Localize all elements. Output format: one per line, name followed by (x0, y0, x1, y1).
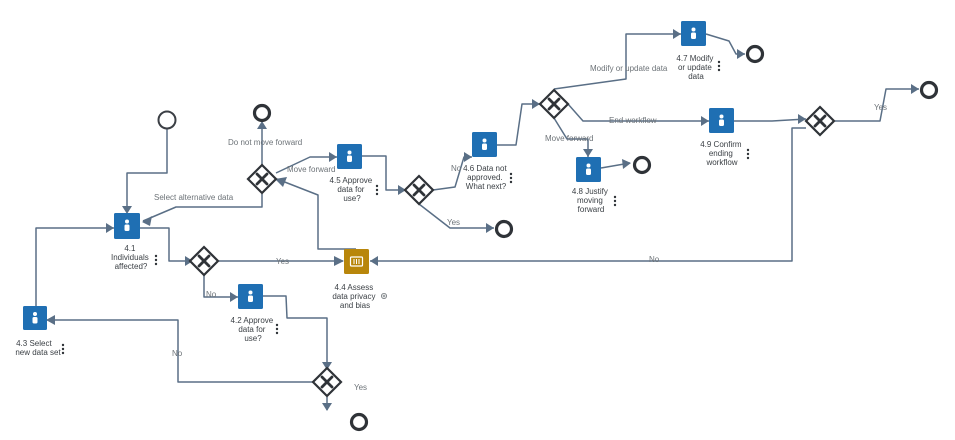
gateways (188, 88, 836, 398)
flow-gateway-to-end-final[interactable] (835, 88, 919, 122)
flow-label-yes-end: Yes (354, 383, 367, 392)
subprocess-task-icon (349, 256, 364, 267)
flow-gateway-to-4-1-alt[interactable] (142, 194, 263, 222)
task-4-1[interactable]: 4.1 Individuals affected? (111, 213, 158, 271)
flow-gateway-to-4-3-no[interactable] (47, 319, 313, 383)
flow-4-5-to-gateway[interactable] (362, 155, 406, 191)
end-event-select-new[interactable] (349, 412, 369, 432)
flow-4-2-to-gateway[interactable] (263, 295, 328, 368)
task-label: 4.5 Approve data for use? (330, 176, 375, 203)
flow-4-9-to-gateway[interactable] (734, 118, 807, 122)
task-label: 4.4 Assess data privacy and bias (332, 283, 377, 310)
more-vertical-icon[interactable] (613, 195, 617, 207)
flow-4-4-to-gateway[interactable] (276, 178, 356, 250)
task-label: 4.3 Select new data set (15, 339, 61, 357)
user-task-icon (691, 27, 696, 39)
end-event-do-not-move-forward[interactable] (252, 103, 272, 123)
gateway-confirm[interactable] (804, 105, 836, 137)
flow-gateway-to-4-2-no[interactable] (203, 275, 238, 298)
flow-start-to-4-1[interactable] (126, 129, 168, 212)
task-4-5[interactable]: 4.5 Approve data for use? (330, 144, 379, 203)
task-4-8[interactable]: 4.8 Justify moving forward (572, 157, 617, 214)
plus-circle-icon[interactable] (380, 292, 387, 299)
task-label: 4.7 Modify or update data (676, 54, 715, 81)
user-task-icon (124, 219, 130, 231)
more-vertical-icon[interactable] (746, 148, 750, 160)
flow-gateway-to-end-yes-2[interactable] (418, 203, 494, 229)
task-label: 4.1 Individuals affected? (111, 244, 151, 271)
gateway-approve-4-2[interactable] (311, 366, 343, 398)
gateway-move-forward[interactable] (246, 163, 278, 195)
user-task-icon (482, 138, 487, 150)
more-vertical-icon[interactable] (509, 172, 513, 184)
end-event-modify[interactable] (745, 44, 765, 64)
end-event-justify[interactable] (632, 155, 652, 175)
flow-label-select-alternative-data: Select alternative data (154, 193, 234, 202)
arrowheads (46, 29, 919, 411)
flow-label-move-forward: Move forward (287, 165, 335, 174)
more-vertical-icon[interactable] (717, 60, 721, 72)
gateway-individuals-affected[interactable] (188, 245, 220, 277)
user-task-icon (586, 163, 591, 175)
events (157, 44, 939, 432)
gateway-what-next[interactable] (538, 88, 570, 120)
task-4-7[interactable]: 4.7 Modify or update data (676, 21, 721, 81)
flow-label-yes-4-4: Yes (276, 257, 289, 266)
gateway-approve-4-5[interactable] (403, 174, 435, 206)
flow-gateway-to-4-9[interactable] (567, 103, 709, 122)
task-label: 4.9 Confirm ending workflow (700, 140, 744, 167)
flow-labels: Do not move forward Move forward Select … (154, 64, 887, 392)
task-4-3[interactable]: 4.3 Select new data set (15, 306, 65, 357)
flow-label-no: No (451, 164, 462, 173)
flow-label-yes: Yes (447, 218, 460, 227)
flow-4-6-to-gateway[interactable] (497, 103, 540, 146)
flow-label-yes-final: Yes (874, 103, 887, 112)
task-4-4[interactable]: 4.4 Assess data privacy and bias (332, 249, 387, 310)
more-vertical-icon[interactable] (275, 323, 279, 335)
end-event-confirm[interactable] (919, 80, 939, 100)
flow-gateway-to-4-5[interactable] (275, 156, 337, 174)
flow-label-end-workflow: End workflow (609, 116, 657, 125)
user-task-icon (347, 150, 352, 162)
task-label: 4.6 Data not approved. What next? (463, 164, 509, 191)
flow-4-3-to-4-1[interactable] (35, 227, 114, 306)
task-4-2[interactable]: 4.2 Approve data for use? (231, 284, 279, 343)
start-event[interactable] (157, 110, 177, 130)
flow-label-modify-or-update: Modify or update data (590, 64, 668, 73)
flow-label-move-forward-2: Move forward (545, 134, 593, 143)
flow-4-1-to-gateway[interactable] (140, 227, 191, 262)
task-label: 4.2 Approve data for use? (231, 316, 276, 343)
task-4-6[interactable]: 4.6 Data not approved. What next? (463, 132, 513, 191)
flow-gateway-to-4-7[interactable] (553, 33, 681, 90)
flow-label-no-4-4: No (649, 255, 660, 264)
flow-label-do-not-move-forward: Do not move forward (228, 138, 302, 147)
flow-gateway-to-4-8[interactable] (553, 117, 589, 157)
more-vertical-icon[interactable] (61, 343, 65, 355)
more-vertical-icon[interactable] (375, 184, 379, 196)
flow-gateway-to-4-4-no[interactable] (370, 127, 806, 262)
connectors (35, 33, 919, 410)
user-task-icon (32, 312, 38, 324)
user-task-icon (248, 290, 253, 302)
user-task-icon (719, 114, 724, 126)
task-label: 4.8 Justify moving forward (572, 187, 610, 214)
flow-label-no-4-2: No (206, 290, 217, 299)
more-vertical-icon[interactable] (154, 254, 158, 266)
task-4-9[interactable]: 4.9 Confirm ending workflow (700, 108, 750, 167)
end-event-approved[interactable] (494, 219, 514, 239)
flow-label-no-4-3: No (172, 349, 183, 358)
